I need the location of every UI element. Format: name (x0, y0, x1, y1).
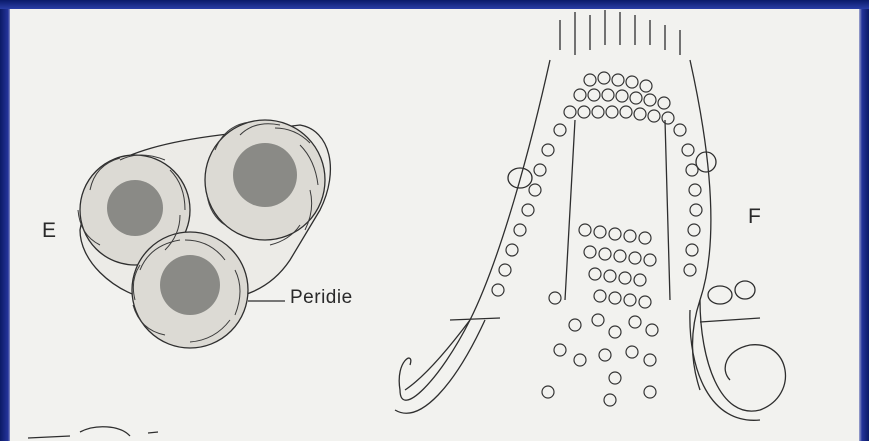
partial-figure-bottom (28, 427, 158, 438)
panel-e-sporangia (78, 120, 330, 348)
peridie-curl-left (399, 320, 470, 400)
panel-f-section (395, 10, 785, 420)
panel-label-f: F (748, 205, 761, 229)
peridie-annotation: Peridie (290, 287, 353, 309)
peridie-curl-right (700, 300, 785, 411)
sporangium-bottom (132, 232, 248, 348)
panel-label-e: E (42, 219, 56, 243)
spores (542, 292, 658, 406)
capillitium-cells (492, 72, 702, 308)
sporangium-top (205, 120, 325, 240)
